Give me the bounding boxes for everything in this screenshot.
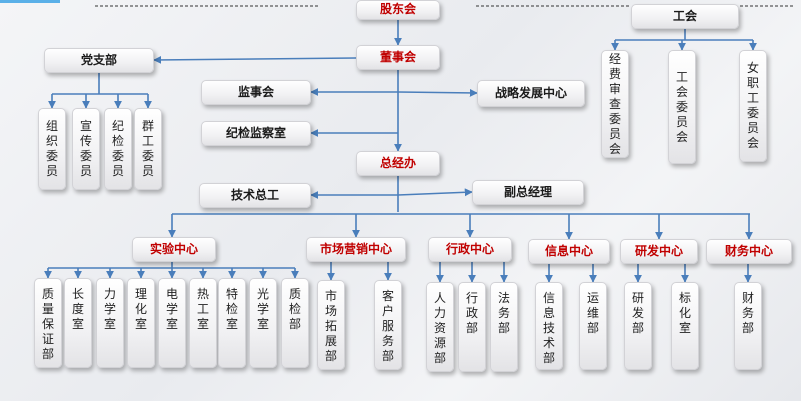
node-length-room[interactable]: 长度室: [64, 278, 92, 368]
node-chief-engineer[interactable]: 技术总工: [199, 183, 311, 208]
node-market-expansion-dept[interactable]: 市场拓展部: [317, 280, 345, 370]
node-marketing-center[interactable]: 市场营销中心: [306, 237, 406, 262]
node-electrical-room[interactable]: 电学室: [158, 278, 186, 368]
node-ops-dept[interactable]: 运维部: [579, 282, 607, 370]
node-mechanics-room[interactable]: 力学室: [96, 278, 124, 368]
node-discipline-committee[interactable]: 纪检委员: [104, 108, 132, 190]
node-rd-center[interactable]: 研发中心: [620, 239, 698, 264]
node-rd-dept[interactable]: 研发部: [624, 282, 652, 370]
node-special-inspection-room[interactable]: 特检室: [218, 278, 246, 368]
node-legal-dept[interactable]: 法务部: [490, 282, 518, 372]
node-discipline-office[interactable]: 纪检监察室: [201, 121, 311, 146]
node-physchem-room[interactable]: 理化室: [127, 278, 155, 368]
node-strategy-center[interactable]: 战略发展中心: [477, 80, 585, 107]
node-lab-center[interactable]: 实验中心: [132, 237, 216, 262]
node-optics-room[interactable]: 光学室: [249, 278, 277, 368]
connector: [397, 188, 473, 197]
node-union-committee[interactable]: 工会委员会: [668, 50, 696, 164]
node-standardization-room[interactable]: 标化室: [671, 282, 699, 370]
node-org-committee[interactable]: 组织委员: [38, 108, 66, 190]
node-info-center[interactable]: 信息中心: [528, 239, 610, 264]
node-thermal-room[interactable]: 热工室: [189, 278, 217, 368]
corner-accent: [0, 0, 60, 3]
node-women-committee[interactable]: 女职工委员会: [739, 50, 767, 162]
node-hr-dept[interactable]: 人力资源部: [426, 282, 454, 372]
node-it-dept[interactable]: 信息技术部: [535, 282, 563, 370]
connector: [397, 88, 478, 97]
node-customer-service-dept[interactable]: 客户服务部: [374, 280, 402, 370]
node-finance-center[interactable]: 财务中心: [706, 239, 792, 264]
node-trade-union[interactable]: 工会: [631, 4, 739, 29]
node-quality-inspection-dept[interactable]: 质检部: [281, 278, 309, 368]
node-general-office[interactable]: 总经办: [356, 151, 440, 176]
node-admin-dept[interactable]: 行政部: [458, 282, 486, 372]
node-admin-center[interactable]: 行政中心: [428, 237, 512, 262]
node-deputy-gm[interactable]: 副总经理: [472, 180, 584, 205]
node-finance-dept[interactable]: 财务部: [734, 282, 762, 370]
node-party-branch[interactable]: 党支部: [44, 48, 154, 73]
node-publicity-committee[interactable]: 宣传委员: [72, 108, 100, 190]
node-qa-dept[interactable]: 质量保证部: [34, 278, 62, 368]
node-mass-work-committee[interactable]: 群工委员: [134, 108, 162, 190]
node-supervisory-board[interactable]: 监事会: [201, 80, 311, 105]
node-board-of-directors[interactable]: 董事会: [356, 45, 440, 70]
node-shareholders-meeting[interactable]: 股东会: [356, 0, 440, 20]
connector: [153, 55, 357, 64]
node-funds-audit-committee[interactable]: 经费审查委员会: [601, 50, 629, 158]
